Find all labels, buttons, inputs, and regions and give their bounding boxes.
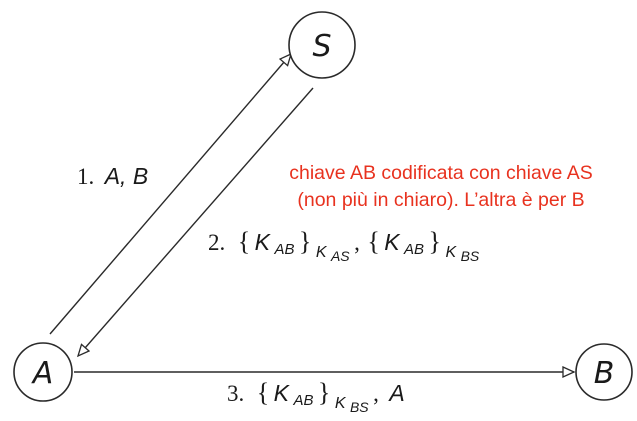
- node-a-circle: [13, 342, 73, 402]
- node-s-label: S: [312, 29, 331, 64]
- node-a-label: A: [31, 356, 54, 391]
- arrow-a-to-s: [49, 52, 293, 335]
- node-b-circle: [575, 343, 633, 401]
- message-2-separator: ,: [354, 230, 360, 255]
- message-2-number: 2.: [208, 230, 225, 255]
- message-3-key-sub: AB: [292, 392, 313, 409]
- message-3-number: 3.: [227, 381, 244, 406]
- message-2-key-1: K: [255, 229, 272, 255]
- node-s: S: [288, 11, 356, 79]
- message-3-key: K: [274, 380, 291, 406]
- message-2-enc-key-1: K: [316, 244, 328, 261]
- message-3-separator: ,: [373, 381, 379, 406]
- message-2-key-2: K: [384, 229, 401, 255]
- message-2-enc-key-1-sub: AS: [330, 248, 350, 264]
- message-2-enc-key-2: K: [445, 244, 457, 261]
- message-1-label: 1. A, B: [77, 163, 148, 189]
- node-a: A: [13, 342, 73, 402]
- message-2-enc-key-2-sub: BS: [461, 248, 480, 264]
- message-3-tail: A: [387, 380, 404, 406]
- message-3-open-brace: {: [257, 378, 269, 407]
- message-2-open-brace-1: {: [238, 227, 250, 256]
- message-3-enc-key-sub: BS: [350, 399, 369, 415]
- message-2-label: 2. { K AB } K AS , { K AB } K BS: [208, 227, 480, 265]
- message-2-key-2-sub: AB: [403, 241, 424, 258]
- message-2-close-brace-1: }: [299, 227, 311, 256]
- node-b: B: [575, 343, 633, 401]
- message-3-close-brace: }: [318, 378, 330, 407]
- annotation-line-1: chiave AB codificata con chiave AS: [289, 162, 593, 184]
- message-1-number: 1.: [77, 164, 94, 189]
- annotation-note: chiave AB codificata con chiave AS (non …: [243, 160, 637, 214]
- node-s-circle: [288, 11, 356, 79]
- message-3-enc-key: K: [335, 395, 347, 412]
- annotation-line-2: (non più in chiaro). L’altra è per B: [297, 189, 585, 211]
- message-1-text: A, B: [103, 163, 148, 189]
- arrow-s-to-a: [76, 87, 314, 358]
- message-3-label: 3. { K AB } K BS , A: [227, 378, 405, 416]
- message-2-key-1-sub: AB: [273, 241, 294, 258]
- node-b-label: B: [594, 356, 615, 391]
- message-2-close-brace-2: }: [429, 227, 441, 256]
- message-2-open-brace-2: {: [367, 227, 379, 256]
